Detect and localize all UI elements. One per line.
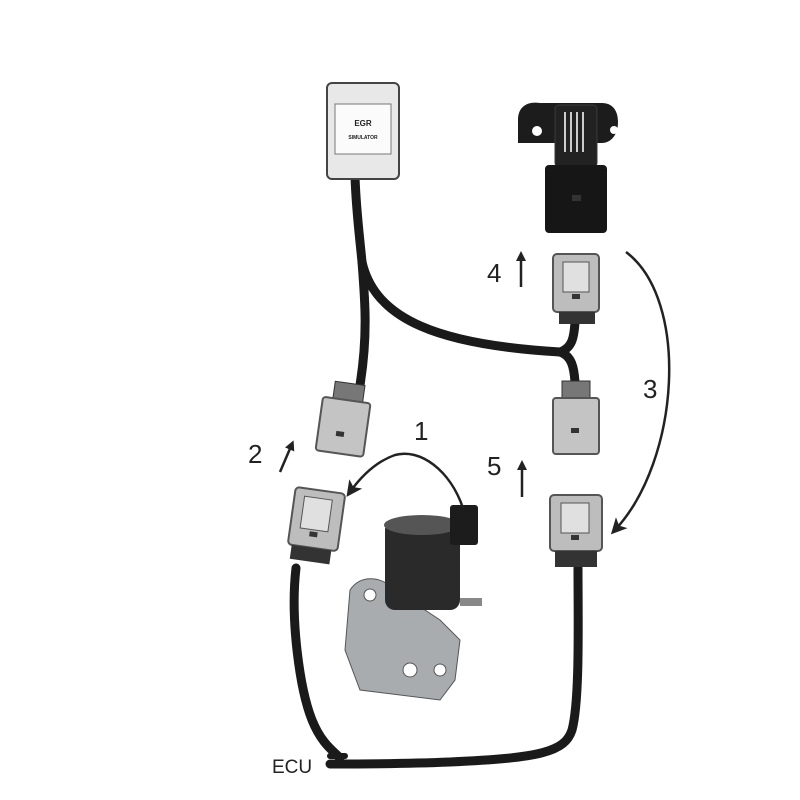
cable-simulator-trunk	[350, 171, 367, 267]
egr-valve	[344, 505, 482, 701]
connector-map-sensor	[552, 253, 600, 324]
egr-simulator-box: EGR SIMULATOR	[326, 82, 400, 180]
step-arrows	[278, 251, 671, 535]
simulator-title: EGR	[354, 119, 372, 128]
arrow-3	[610, 251, 671, 535]
cable-left-to-ecu	[289, 563, 345, 763]
ecu-label: ECU	[272, 757, 312, 778]
step-3-label: 3	[643, 374, 657, 404]
step-2-label: 2	[248, 439, 262, 469]
cable-junction-down	[555, 347, 580, 387]
step-5-label: 5	[487, 451, 501, 481]
connector-simulator-male-right	[552, 380, 600, 455]
cable-to-junction	[357, 257, 565, 357]
step-1-label: 1	[414, 416, 428, 446]
simulator-subtitle: SIMULATOR	[348, 135, 378, 141]
connector-simulator-male-left	[314, 380, 372, 458]
arrow-2	[278, 440, 295, 473]
cable-right-to-ecu	[325, 563, 583, 769]
connector-egr-valve-harness	[287, 486, 346, 565]
map-sensor	[518, 102, 618, 233]
connector-ecu-map-harness	[549, 494, 603, 567]
cables	[289, 171, 583, 769]
arrow-1	[346, 452, 465, 509]
step-4-label: 4	[487, 258, 501, 288]
cable-junction-up	[555, 317, 580, 357]
